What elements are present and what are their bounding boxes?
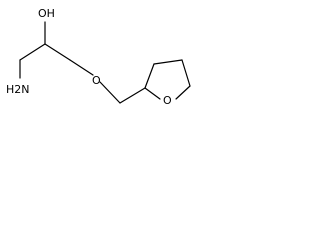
- amine-label: H2N: [6, 83, 30, 96]
- hydroxyl-label: OH: [38, 7, 55, 20]
- chain-bonds: [19, 21, 146, 104]
- bond-ring-c2-c3: [144, 63, 155, 89]
- thf-ring-bonds: [144, 59, 191, 100]
- bond-ring-c4-c5: [181, 59, 191, 87]
- bond-ch2-ring: [119, 87, 146, 104]
- bond-ch-ch2: [44, 43, 71, 61]
- chemical-structure: OH H2N O O: [6, 7, 191, 107]
- bond-ring-o-c2: [144, 87, 161, 100]
- ether-oxygen-label: O: [92, 74, 101, 87]
- bond-ch2-o: [69, 59, 94, 76]
- bond-ch2n-ch: [19, 43, 46, 61]
- bond-ring-c5-o: [175, 85, 191, 100]
- bond-ring-c3-c4: [153, 59, 183, 65]
- bond-o-ch2: [99, 81, 121, 104]
- ring-oxygen-label: O: [163, 94, 172, 107]
